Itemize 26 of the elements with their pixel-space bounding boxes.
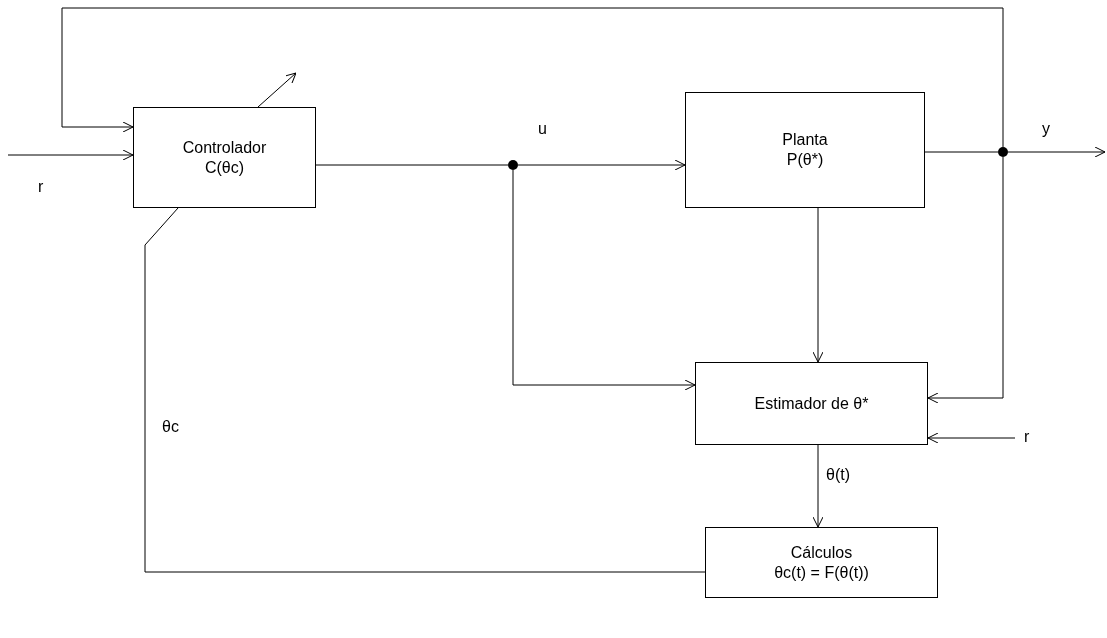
- arrow: [517, 159, 686, 171]
- block-box: [695, 362, 928, 445]
- block-label: C(θc): [204, 157, 245, 178]
- edge-label: θ(t): [824, 466, 852, 484]
- block-box: [685, 92, 925, 208]
- junction-dot: [998, 147, 1008, 157]
- block-box: [705, 527, 938, 598]
- junction-dot: [508, 160, 518, 170]
- arrow: [1007, 146, 1106, 158]
- connector-line: [924, 151, 999, 153]
- arrow: [927, 432, 1016, 444]
- block-label: Estimador de θ*: [754, 393, 869, 414]
- arrow: [7, 149, 134, 161]
- block-box: [133, 107, 316, 208]
- block-label: Cálculos: [790, 542, 853, 563]
- block-label: Planta: [782, 130, 828, 150]
- arrow: [927, 156, 1004, 404]
- arrow: [812, 444, 824, 528]
- connector-line: [144, 207, 706, 573]
- block-label: P(θ*): [786, 150, 824, 170]
- arrow: [61, 7, 1004, 148]
- block-label: Controlador: [182, 137, 267, 158]
- arrow: [812, 207, 824, 363]
- connector-line: [315, 164, 509, 166]
- arrow: [512, 169, 696, 391]
- block-label: θc(t) = F(θ(t)): [774, 562, 869, 583]
